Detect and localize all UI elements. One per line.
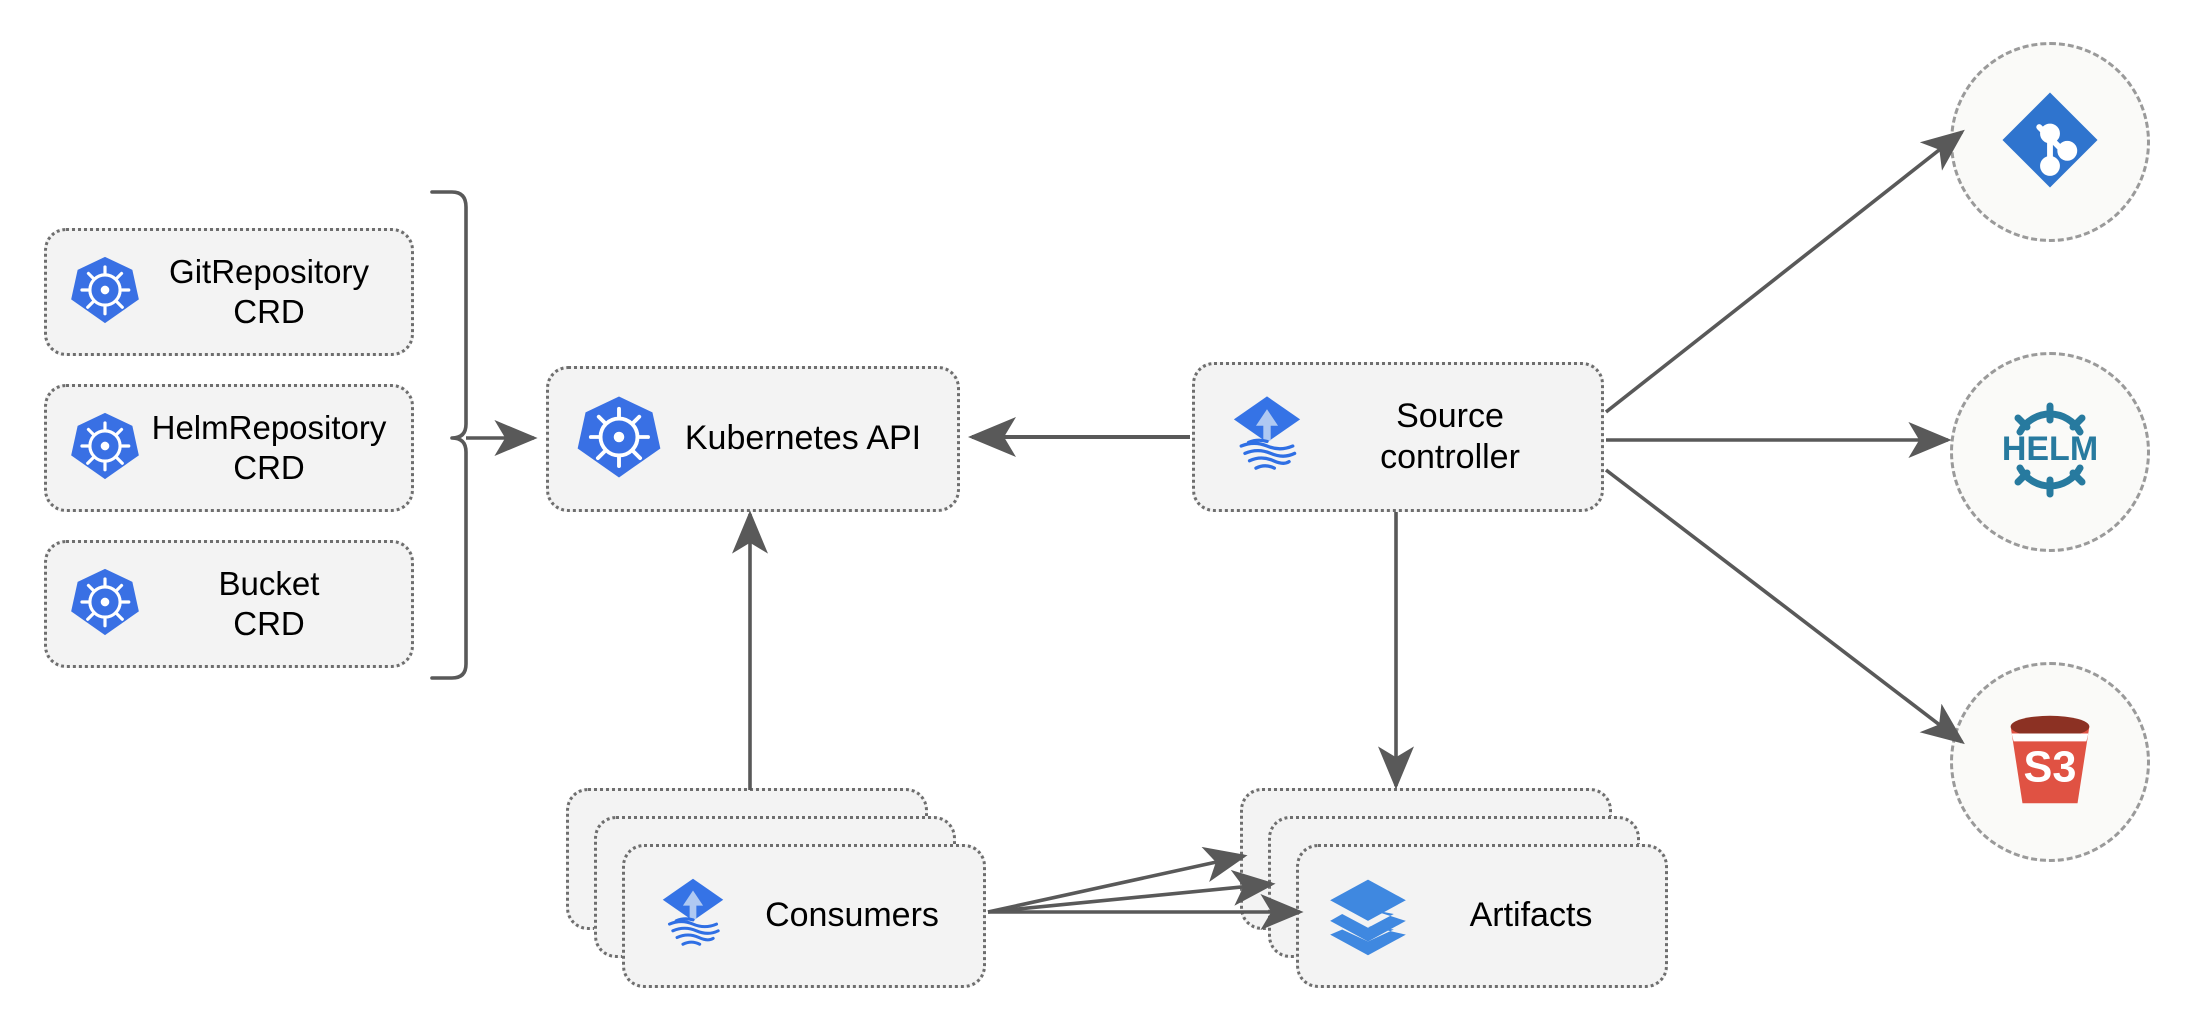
git-icon — [1996, 86, 2104, 199]
flux-icon — [1221, 389, 1313, 486]
source-controller-node[interactable]: Source controller — [1192, 362, 1604, 512]
kubernetes-api-node[interactable]: Kubernetes API — [546, 366, 960, 512]
kubernetes-icon — [69, 410, 141, 487]
crd-box-gitrepository[interactable]: GitRepository CRD — [44, 228, 414, 356]
artifacts-card-front[interactable]: Artifacts — [1296, 844, 1668, 988]
kubernetes-icon — [575, 393, 663, 486]
crd-group-brace — [430, 190, 468, 680]
s3-bucket-icon: S3 — [1991, 701, 2109, 824]
layers-icon — [1325, 871, 1411, 962]
edge-consumers-to-artifacts-mid — [987, 869, 1276, 914]
consumers-card-front[interactable]: Consumers — [622, 844, 986, 988]
artifacts-label: Artifacts — [1469, 896, 1593, 935]
consumers-label: Consumers — [765, 896, 939, 935]
flux-icon — [651, 872, 735, 961]
kubernetes-icon — [69, 254, 141, 331]
kubernetes-api-label: Kubernetes API — [684, 419, 922, 458]
helm-wordmark: HELM — [2002, 430, 2098, 468]
edge-source-to-git — [1604, 129, 1965, 414]
s3-wordmark: S3 — [2024, 743, 2077, 791]
crd-box-bucket[interactable]: Bucket CRD — [44, 540, 414, 668]
source-controller-label: Source controller — [1380, 396, 1520, 476]
helm-icon: HELM — [1990, 390, 2110, 515]
artifacts-stack[interactable]: Artifacts — [1240, 788, 1668, 988]
edge-source-to-s3 — [1604, 468, 1965, 745]
backend-s3[interactable]: S3 — [1950, 662, 2150, 862]
consumers-stack[interactable]: Consumers — [566, 788, 986, 988]
kubernetes-icon — [69, 566, 141, 643]
edge-consumers-to-artifacts-back — [987, 846, 1248, 914]
crd-label: HelmRepository CRD — [151, 408, 387, 486]
crd-box-helmrepository[interactable]: HelmRepository CRD — [44, 384, 414, 512]
backend-git[interactable] — [1950, 42, 2150, 242]
backend-helm[interactable]: HELM — [1950, 352, 2150, 552]
crd-label: GitRepository CRD — [169, 252, 369, 330]
crd-label: Bucket CRD — [218, 564, 320, 642]
